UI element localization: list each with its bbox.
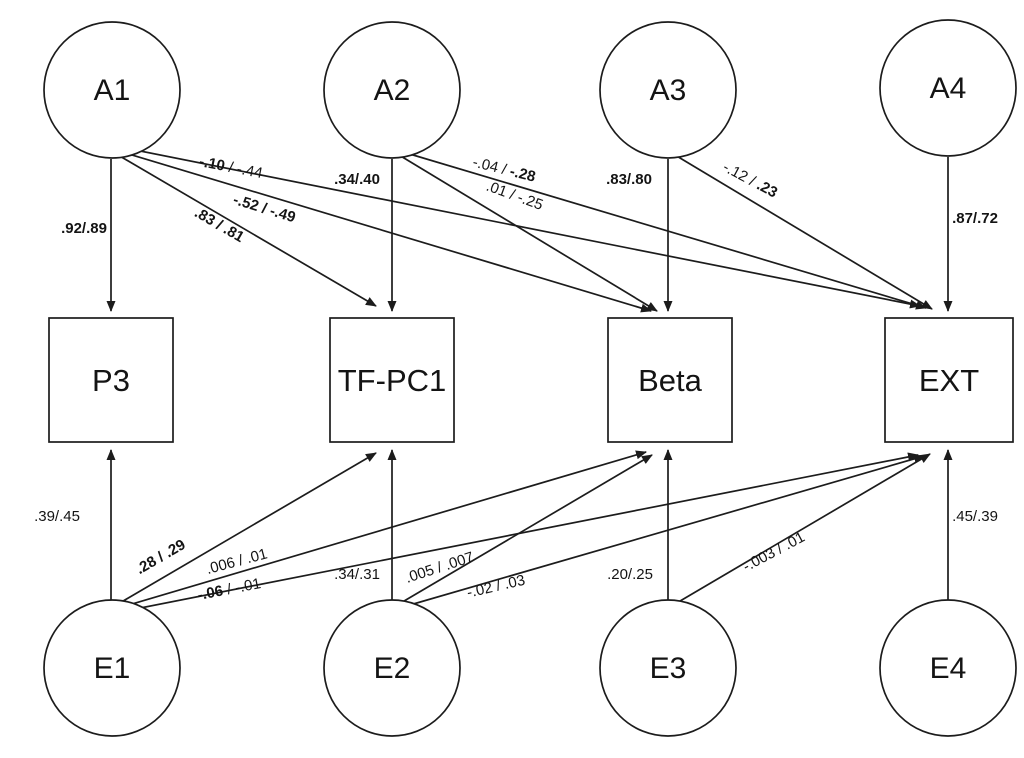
edge-E3-EXT bbox=[674, 453, 931, 605]
edge-label-A2-TF-PC1: .34/.40 bbox=[334, 171, 380, 188]
node-label-E1: E1 bbox=[94, 652, 131, 685]
edge-label-E1-TF-PC1: .28 / .29 bbox=[133, 536, 188, 578]
node-label-A4: A4 bbox=[930, 72, 967, 105]
node-A4 bbox=[879, 19, 1017, 157]
edge-A1-TF-PC1 bbox=[117, 154, 377, 307]
edge-E1-Beta bbox=[121, 450, 647, 608]
edge-label-A1-P3: .92/.89 bbox=[61, 220, 107, 237]
edge-label-E1-EXT: -.06 / -.01 bbox=[196, 575, 262, 604]
node-label-E4: E4 bbox=[930, 652, 967, 685]
node-E4 bbox=[879, 599, 1017, 737]
node-label-E2: E2 bbox=[374, 652, 411, 685]
node-label-TF-PC1: TF-PC1 bbox=[338, 363, 447, 398]
node-label-P3: P3 bbox=[92, 363, 130, 398]
node-label-A3: A3 bbox=[650, 74, 687, 107]
node-A1 bbox=[43, 21, 181, 159]
edge-label-A3-EXT: -.12 / .23 bbox=[720, 159, 780, 202]
edge-label-E1-P3: .39/.45 bbox=[34, 508, 80, 525]
node-E2 bbox=[323, 599, 461, 737]
edge-label-A2-Beta: .01 / -.25 bbox=[484, 178, 545, 214]
node-A2 bbox=[323, 21, 461, 159]
edge-E1-EXT bbox=[124, 452, 919, 612]
edge-label-A4-EXT: .87/.72 bbox=[952, 210, 998, 227]
edge-label-E3-EXT: -.003 / .01 bbox=[740, 529, 808, 576]
node-label-A2: A2 bbox=[374, 74, 411, 107]
edge-label-E2-EXT: -.02 / .03 bbox=[465, 572, 527, 602]
node-TF-PC1 bbox=[329, 317, 455, 443]
edge-A1-Beta bbox=[121, 151, 652, 313]
node-label-EXT: EXT bbox=[919, 363, 979, 398]
node-E1 bbox=[43, 599, 181, 737]
node-EXT bbox=[884, 317, 1014, 443]
edge-label-A3-Beta: .83/.80 bbox=[606, 171, 652, 188]
edge-label-A1-Beta: -.52 / -.49 bbox=[231, 191, 297, 226]
node-Beta bbox=[607, 317, 733, 443]
edge-A2-Beta bbox=[398, 154, 658, 312]
edge-A1-EXT bbox=[124, 147, 921, 309]
edge-label-A1-EXT: -.10 / -.44 bbox=[198, 153, 264, 182]
edge-E2-Beta bbox=[398, 454, 653, 605]
node-label-A1: A1 bbox=[94, 74, 131, 107]
node-E3 bbox=[599, 599, 737, 737]
node-P3 bbox=[48, 317, 174, 443]
node-label-Beta: Beta bbox=[638, 363, 703, 398]
edge-A2-EXT bbox=[402, 151, 927, 310]
edge-label-A2-EXT: -.04 / -.28 bbox=[471, 154, 537, 186]
edge-label-E3-Beta: .20/.25 bbox=[607, 566, 653, 583]
edge-label-E2-TF-PC1: .34/.31 bbox=[334, 566, 380, 583]
node-label-E3: E3 bbox=[650, 652, 687, 685]
edge-E2-EXT bbox=[402, 454, 925, 608]
edge-label-E4-EXT: .45/.39 bbox=[952, 508, 998, 525]
edge-A3-EXT bbox=[674, 154, 933, 310]
edge-E1-TF-PC1 bbox=[117, 452, 377, 605]
node-A3 bbox=[599, 21, 737, 159]
